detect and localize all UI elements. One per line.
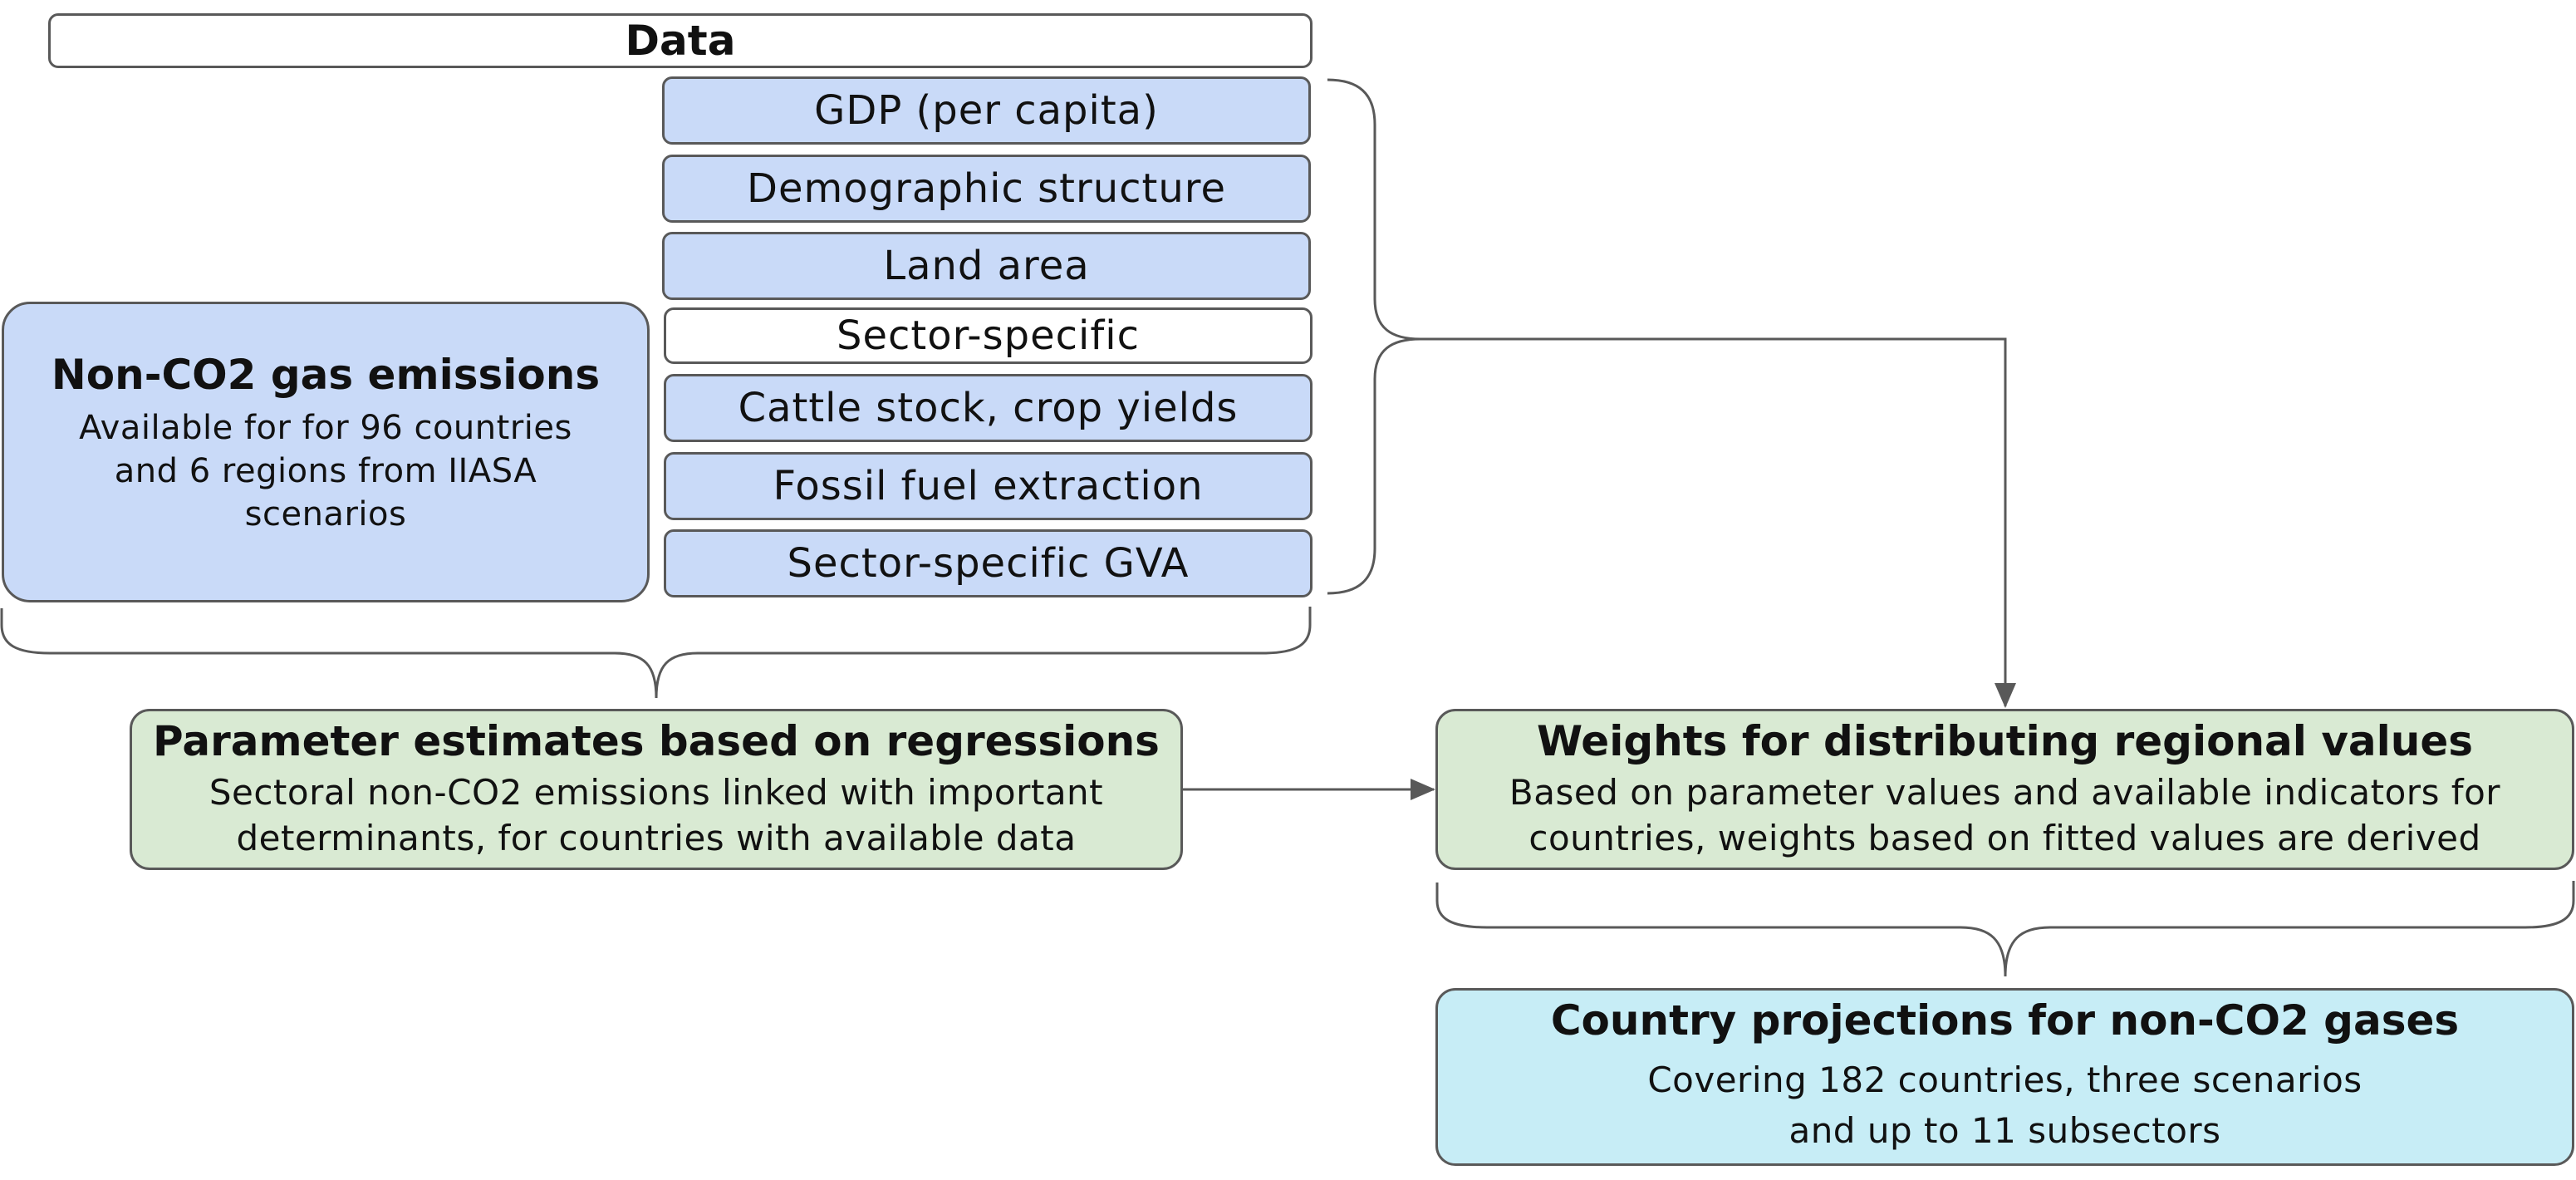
description-line: scenarios	[244, 494, 407, 533]
non-co2-emissions-description: Available for for 96 countries and 6 reg…	[79, 406, 572, 536]
non-co2-emissions-title: Non-CO2 gas emissions	[51, 351, 601, 400]
description-line: Covering 182 countries, three scenarios	[1647, 1059, 2363, 1100]
indicator-gdp-label: GDP (per capita)	[814, 87, 1159, 134]
brace-to-weights-arrow	[1420, 337, 2016, 708]
non-co2-emissions-box: Non-CO2 gas emissions Available for for …	[2, 302, 650, 602]
description-line: determinants, for countries with availab…	[236, 817, 1077, 858]
description-line: Sectoral non-CO2 emissions linked with i…	[209, 772, 1104, 814]
indicator-land-area-label: Land area	[883, 243, 1090, 289]
indicator-cattle-label: Cattle stock, crop yields	[738, 385, 1239, 431]
indicator-fossil-label: Fossil fuel extraction	[773, 463, 1204, 509]
description-line: and 6 regions from IIASA	[114, 451, 537, 490]
weights-title: Weights for distributing regional values	[1536, 716, 2474, 765]
weights-box: Weights for distributing regional values…	[1435, 709, 2574, 870]
weights-description: Based on parameter values and available …	[1509, 770, 2500, 861]
indicator-gva: Sector-specific GVA	[664, 529, 1313, 597]
indicator-demographic: Demographic structure	[662, 155, 1311, 223]
description-line: Based on parameter values and available …	[1509, 772, 2501, 814]
indicator-sector-specific-label: Sector-specific	[837, 312, 1140, 359]
indicator-brace	[1327, 78, 1421, 595]
description-line: and up to 11 subsectors	[1788, 1109, 2221, 1151]
weights-brace	[1435, 881, 2575, 977]
parameter-estimates-box: Parameter estimates based on regressions…	[130, 709, 1183, 870]
indicator-sector-specific: Sector-specific	[664, 307, 1313, 364]
data-header: Data	[48, 13, 1313, 68]
description-line: Available for for 96 countries	[79, 408, 572, 447]
inputs-brace	[0, 607, 1312, 699]
parameter-estimates-description: Sectoral non-CO2 emissions linked with i…	[209, 770, 1103, 861]
indicator-cattle: Cattle stock, crop yields	[664, 374, 1313, 442]
indicator-demographic-label: Demographic structure	[747, 165, 1226, 212]
parameter-estimates-title: Parameter estimates based on regressions	[153, 716, 1160, 765]
indicator-gdp: GDP (per capita)	[662, 76, 1311, 145]
country-projections-description: Covering 182 countries, three scenarios …	[1647, 1055, 2362, 1157]
country-projections-title: Country projections for non-CO2 gases	[1550, 996, 2460, 1045]
indicator-fossil: Fossil fuel extraction	[664, 452, 1313, 520]
data-header-label: Data	[625, 17, 736, 65]
description-line: countries, weights based on fitted value…	[1528, 817, 2481, 858]
country-projections-box: Country projections for non-CO2 gases Co…	[1435, 988, 2574, 1166]
indicator-land-area: Land area	[662, 232, 1311, 300]
indicator-gva-label: Sector-specific GVA	[787, 540, 1190, 587]
